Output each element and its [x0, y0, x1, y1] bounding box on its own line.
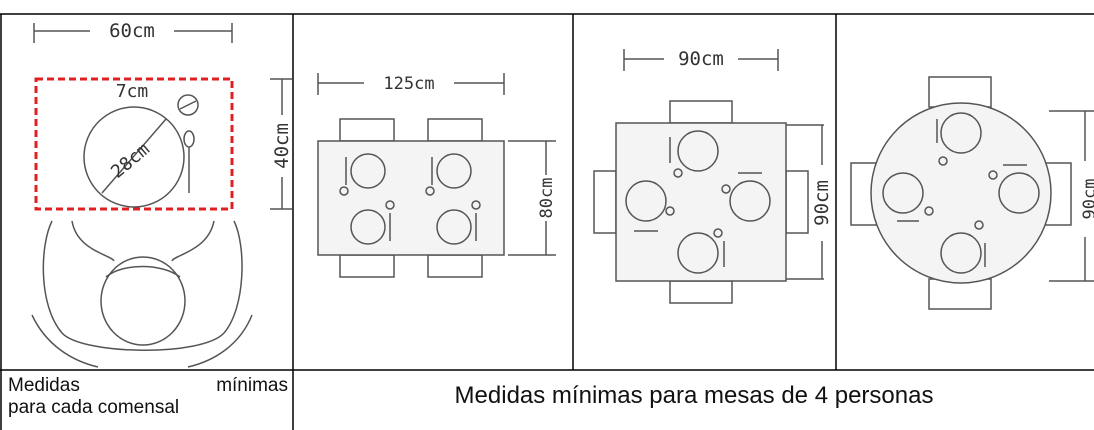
diner-panel: 60cm 40cm 7cm 28cm	[2, 15, 292, 369]
square-table-drawing: 90cm 90cm	[593, 48, 833, 304]
gap-label: 7cm	[116, 81, 149, 102]
round-table-panel: 90cm	[837, 15, 1094, 369]
rect-table-panel: 125cm 80cm	[294, 15, 572, 369]
depth-label: 40cm	[271, 123, 292, 169]
width-label: 90cm	[678, 48, 724, 70]
round-table-drawing: 90cm	[850, 76, 1094, 310]
diner-drawing: 60cm 40cm 7cm 28cm	[31, 20, 292, 368]
caption-left: Medidas mínimas para cada comensal	[8, 375, 288, 419]
square-table-panel: 90cm 90cm	[574, 15, 835, 369]
plate-label: 28cm	[107, 139, 154, 183]
width-label: 60cm	[109, 20, 155, 42]
depth-label: 90cm	[811, 180, 833, 226]
diameter-label: 90cm	[1080, 179, 1094, 220]
caption-left-word1: Medidas	[8, 375, 80, 396]
caption-left-line2: para cada comensal	[8, 397, 180, 418]
width-label: 125cm	[383, 74, 434, 94]
depth-label: 80cm	[537, 178, 557, 219]
caption-left-word2: mínimas	[216, 375, 288, 396]
caption-main: Medidas mínimas para mesas de 4 personas	[454, 382, 934, 409]
rect-table-drawing: 125cm 80cm	[317, 73, 557, 278]
